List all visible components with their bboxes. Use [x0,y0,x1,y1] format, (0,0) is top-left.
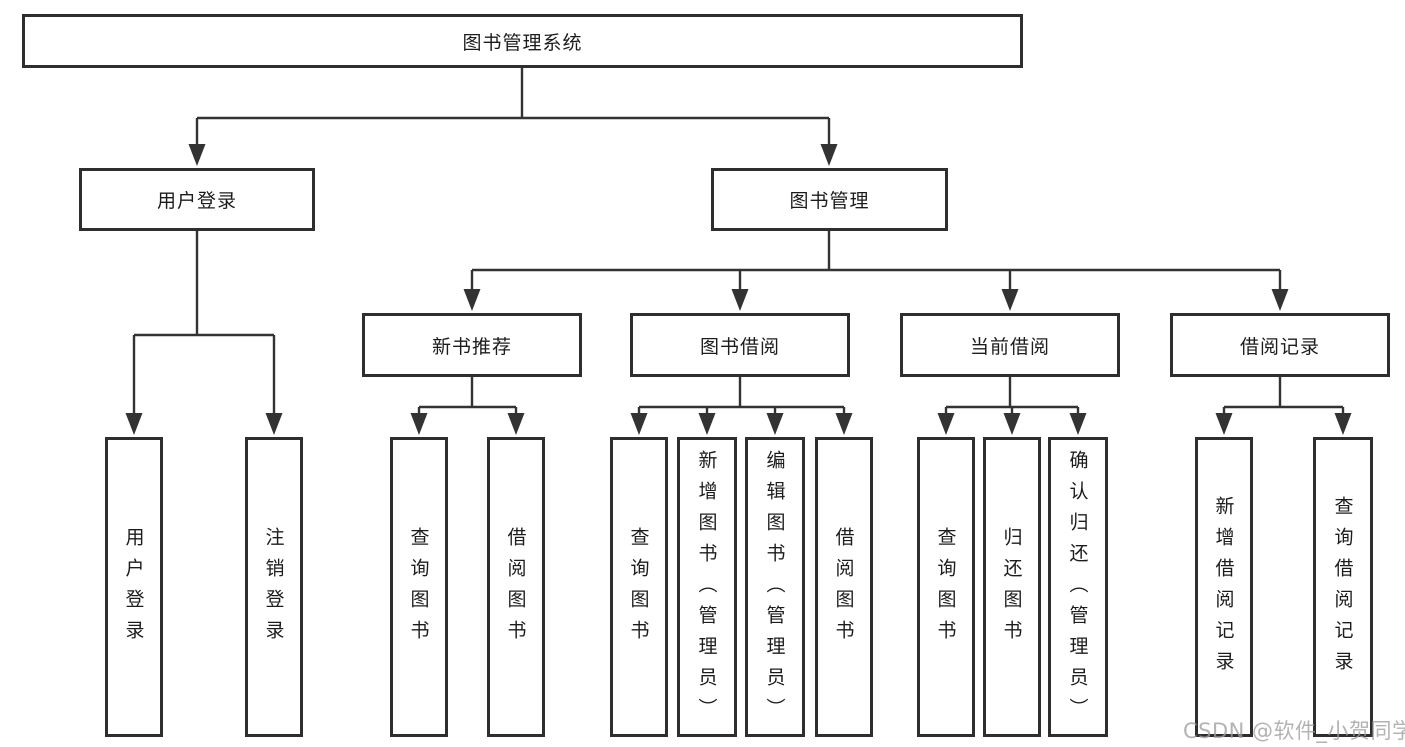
branch-borrow-record [1224,377,1343,409]
node-root-system: 图书管理系统 [22,14,1023,68]
leaf-record-query: 查询借阅记录 [1313,437,1373,737]
arrowhead [731,289,749,311]
leaf-record-add: 新增借阅记录 [1195,437,1253,737]
arrowhead [630,413,648,435]
leaf-user-login: 用户登录 [105,437,163,737]
leaf-borrow-edit-book-admin: 编辑图书（管理员） [745,437,805,737]
arrowhead [1215,413,1233,435]
node-user-login: 用户登录 [79,168,315,231]
arrowhead [766,413,784,435]
branch-root [197,68,829,120]
branch-new-book-recommend [419,377,516,409]
arrowhead [698,413,716,435]
arrowhead [820,144,838,166]
arrowhead [1271,289,1289,311]
arrowhead [463,289,481,311]
leaf-recommend-query-book: 查询图书 [390,437,448,737]
node-new-book-recommend: 新书推荐 [362,313,582,377]
arrowhead [507,413,525,435]
branch-current-borrow [946,377,1078,409]
node-current-borrow: 当前借阅 [900,313,1120,377]
arrowhead [265,413,283,435]
leaf-borrow-query-book: 查询图书 [610,437,668,737]
leaf-logout-login: 注销登录 [245,437,303,737]
node-book-management: 图书管理 [711,168,948,231]
leaf-current-query-book: 查询图书 [917,437,975,737]
leaf-current-confirm-return-admin: 确认归还（管理员） [1048,437,1108,737]
node-book-borrow: 图书借阅 [630,313,850,377]
arrowhead [937,413,955,435]
arrowhead [1069,413,1087,435]
arrowhead [1334,413,1352,435]
arrowhead [410,413,428,435]
arrowhead [125,413,143,435]
leaf-borrow-add-book-admin: 新增图书（管理员） [677,437,737,737]
branch-book-management [472,231,1280,272]
leaf-recommend-borrow-book: 借阅图书 [487,437,545,737]
branch-book-borrow [639,377,844,409]
leaf-current-return-book: 归还图书 [983,437,1041,737]
arrowhead [188,144,206,166]
branch-user-login [134,231,274,337]
arrowhead [1001,289,1019,311]
arrowhead [835,413,853,435]
node-borrow-record: 借阅记录 [1170,313,1390,377]
arrowhead [1003,413,1021,435]
leaf-borrow-borrow-book: 借阅图书 [815,437,873,737]
csdn-watermark: CSDN @软件_小贺同学 [1183,719,1405,743]
